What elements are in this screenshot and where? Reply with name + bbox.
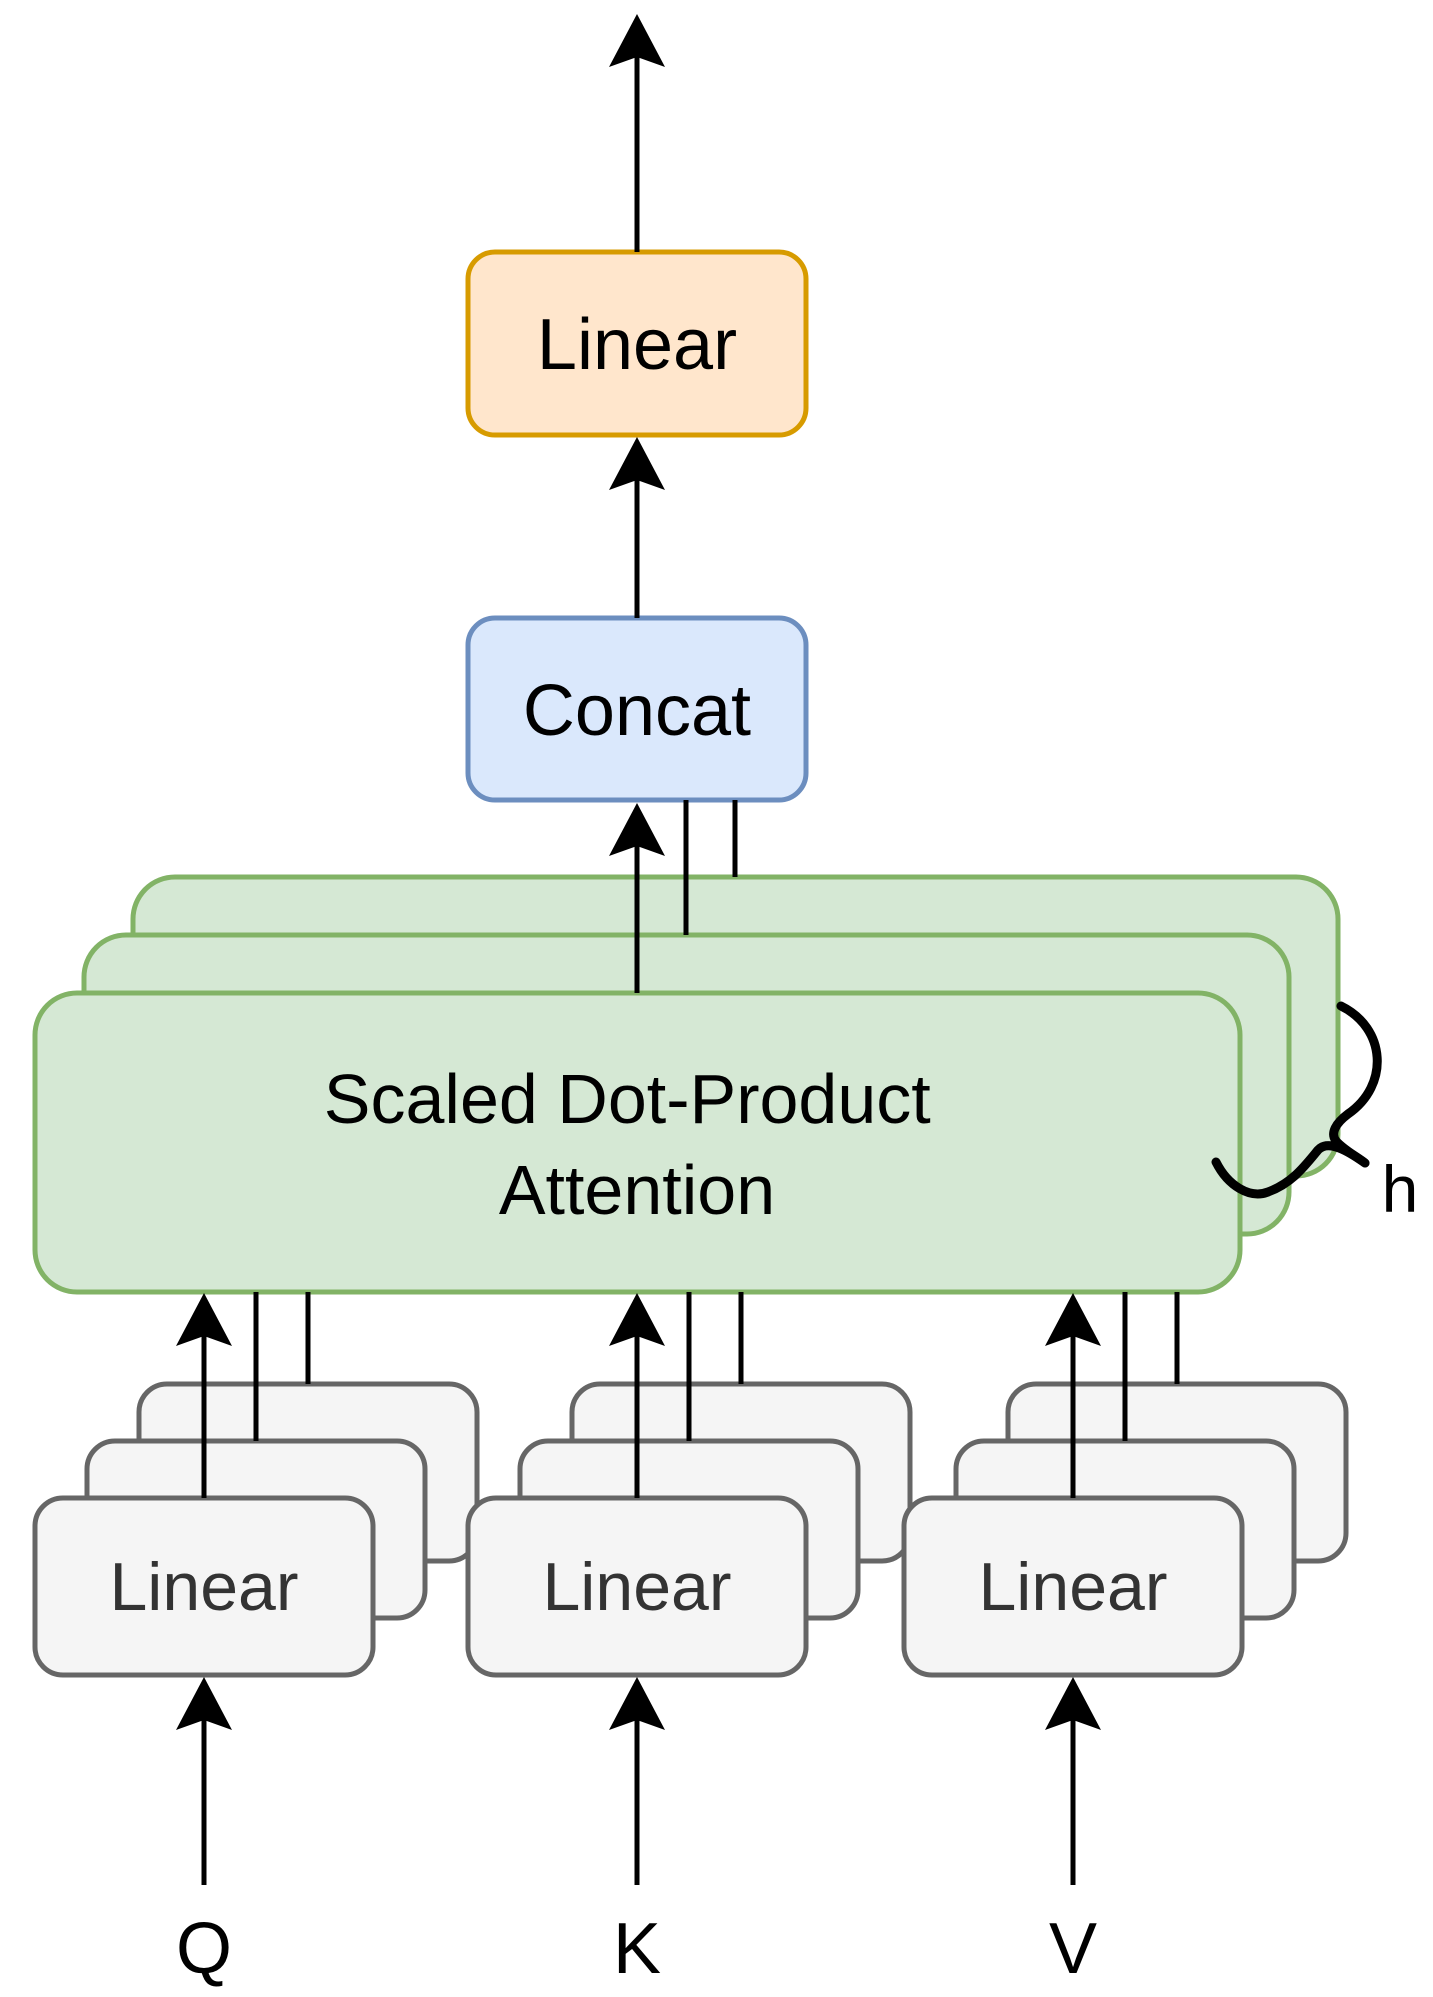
input-labels: Q K V bbox=[176, 1909, 1097, 1989]
output-arrow-head bbox=[609, 14, 665, 67]
attention-label-line2: Attention bbox=[499, 1151, 775, 1229]
v-front-to-attention-head bbox=[1045, 1293, 1101, 1346]
v-projection-stack: Linear bbox=[901, 1381, 1349, 1678]
attention-label-line1: Scaled Dot-Product bbox=[324, 1060, 931, 1138]
connectors bbox=[176, 14, 1180, 1885]
q-projection-stack: Linear bbox=[32, 1381, 480, 1678]
attention-stack: Scaled Dot-Product Attention bbox=[32, 874, 1341, 1295]
q-input-arrow-head bbox=[176, 1677, 232, 1730]
q-input-label: Q bbox=[176, 1909, 232, 1989]
head-count-brace-lower bbox=[1211, 1141, 1370, 1199]
q-front-to-attention-head bbox=[176, 1293, 232, 1346]
concat-label: Concat bbox=[523, 671, 751, 751]
head-count-label: h bbox=[1382, 1152, 1419, 1226]
k-front-to-attention-head bbox=[609, 1293, 665, 1346]
concat-to-linear-head bbox=[609, 437, 665, 490]
output-linear-label: Linear bbox=[537, 305, 737, 385]
head-count-annotation: h bbox=[1211, 1001, 1419, 1226]
attention-label: Scaled Dot-Product Attention bbox=[324, 1060, 950, 1229]
concat-node: Concat bbox=[465, 615, 809, 803]
output-linear-node: Linear bbox=[465, 249, 809, 438]
attention-box-front bbox=[32, 990, 1243, 1295]
q-linear-label: Linear bbox=[109, 1549, 298, 1625]
v-linear-label: Linear bbox=[978, 1549, 1167, 1625]
k-linear-label: Linear bbox=[542, 1549, 731, 1625]
attention-front-to-concat-head bbox=[609, 803, 665, 856]
k-input-arrow-head bbox=[609, 1677, 665, 1730]
k-input-label: K bbox=[613, 1909, 661, 1989]
v-input-label: V bbox=[1049, 1909, 1097, 1989]
k-projection-stack: Linear bbox=[465, 1381, 913, 1678]
v-input-arrow-head bbox=[1045, 1677, 1101, 1730]
